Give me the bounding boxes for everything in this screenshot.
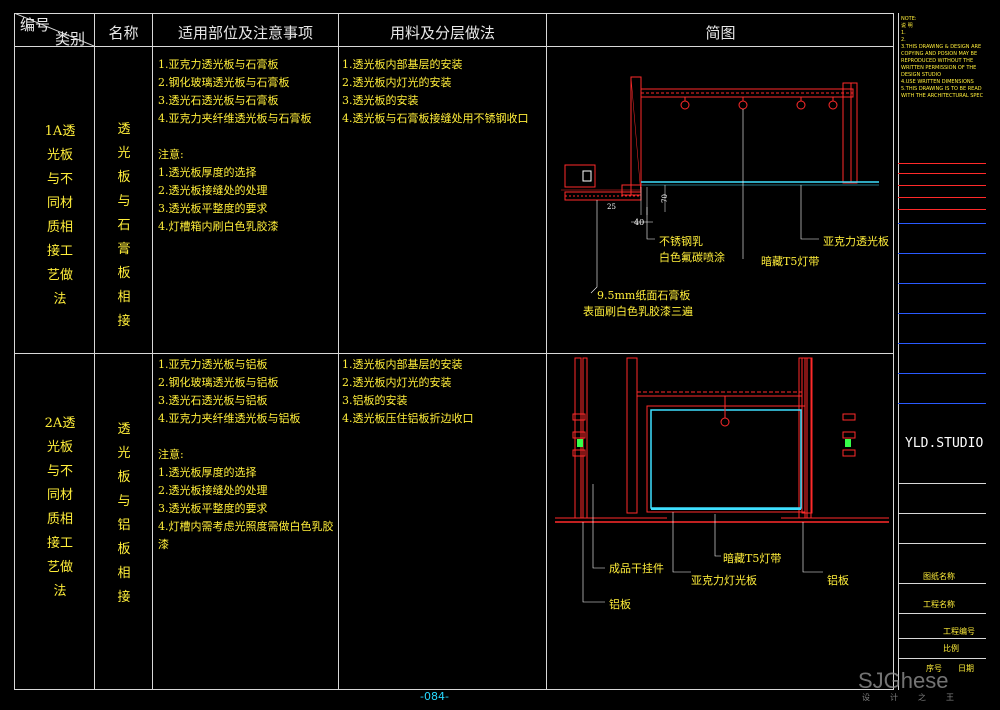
studio-logo: YLD.STUDIO	[905, 436, 984, 451]
row1-category: 1A透 光板 与不 同材 质相 接工 艺做 法	[44, 124, 76, 307]
dim-40: 40	[634, 218, 644, 227]
sketch-1-gypsum-joint: 40 70 25 不锈钢乳 白色氟碳喷涂 暗藏T5灯带 亚克力透光板 9.5mm…	[561, 76, 889, 318]
dim-25: 25	[607, 203, 616, 211]
header-category: 类别	[55, 30, 86, 48]
header-sketch: 简图	[705, 24, 736, 42]
dim-70: 70	[661, 194, 669, 203]
label-aluminum-left: 铝板	[609, 597, 631, 611]
label-pendant: 成品干挂件	[609, 561, 664, 575]
row2-materials: 1.透光板内部基层的安装 2.透光板内灯光的安装 3.铝板的安装 4.透光板压住…	[342, 358, 474, 425]
col-divider	[94, 13, 95, 690]
row2-name: 透 光 板 与 铝 板 相 接	[117, 422, 131, 605]
title-block-drawing-no: 工程编号	[943, 627, 975, 636]
header-applicable: 适用部位及注意事项	[177, 24, 313, 42]
title-block-project-name: 图纸名称	[923, 572, 955, 581]
label-aluminum-right: 铝板	[827, 573, 849, 587]
title-block-date: 日期	[958, 664, 974, 673]
title-block-seq: 序号	[926, 664, 942, 673]
sketch-2-aluminum-joint: 成品干挂件 铝板 亚克力灯光板 暗藏T5灯带 铝板	[555, 357, 889, 611]
watermark: SJGhese	[858, 668, 949, 693]
col-divider	[152, 13, 153, 690]
row2-applicable: 1.亚克力透光板与铝板 2.钢化玻璃透光板与铝板 3.透光石透光板与铝板 4.亚…	[158, 358, 334, 551]
label-gypsum-paint: 表面刷白色乳胶漆三遍	[583, 304, 693, 318]
row1-name: 透 光 板 与 石 膏 板 相 接	[117, 122, 131, 329]
header-diagonal	[14, 13, 94, 46]
page-number: -084-	[420, 690, 449, 703]
title-block-project-title: 工程名称	[923, 600, 955, 609]
label-stainless-coating: 白色氟碳喷涂	[659, 250, 725, 264]
row-divider	[14, 353, 894, 354]
label-t5-strip-2: 暗藏T5灯带	[723, 551, 781, 565]
row1-materials: 1.透光板内部基层的安装 2.透光板内灯光的安装 3.透光板的安装 4.透光板与…	[342, 58, 529, 125]
label-acrylic-panel: 亚克力透光板	[823, 234, 889, 248]
table-frame	[14, 13, 894, 690]
label-stainless: 不锈钢乳	[659, 235, 703, 248]
header-materials: 用料及分层做法	[389, 24, 495, 42]
label-t5-strip: 暗藏T5灯带	[761, 254, 819, 268]
watermark-subtitle: 设计之王	[862, 693, 974, 702]
col-divider	[338, 13, 339, 690]
header-code: 编号	[20, 16, 51, 34]
title-block-notes: NOTE: 说 明 1. 2. 3.THIS DRAWING & DESIGN …	[901, 16, 984, 99]
label-gypsum: 9.5mm纸面石膏板	[597, 288, 690, 302]
col-divider	[546, 13, 547, 690]
header-divider	[14, 46, 894, 47]
title-block: NOTE: 说 明 1. 2. 3.THIS DRAWING & DESIGN …	[898, 13, 986, 690]
row2-category: 2A透 光板 与不 同材 质相 接工 艺做 法	[44, 416, 76, 599]
header-name: 名称	[108, 24, 139, 42]
title-block-scale: 比例	[943, 644, 959, 653]
label-acrylic-light: 亚克力灯光板	[691, 573, 757, 587]
row1-applicable: 1.亚克力透光板与石膏板 2.钢化玻璃透光板与石膏板 3.透光石透光板与石膏板 …	[158, 58, 312, 233]
